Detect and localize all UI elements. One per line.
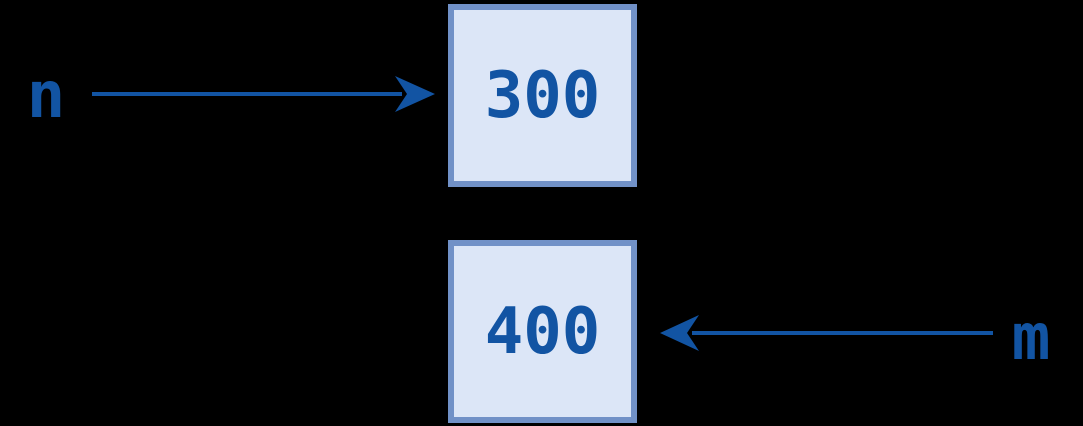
arrow-n-to-box-300: [92, 76, 435, 112]
box-n-value: 300: [484, 58, 601, 133]
arrow-left-head-icon: [660, 315, 699, 351]
arrow-m-to-box-400: [660, 315, 993, 351]
arrow-right-head-icon: [395, 76, 435, 112]
box-m-value: 400: [484, 294, 601, 369]
label-n: n: [26, 59, 66, 133]
value-box-m: 400: [448, 240, 637, 423]
value-box-n: 300: [448, 4, 637, 187]
label-m: m: [1011, 301, 1051, 375]
